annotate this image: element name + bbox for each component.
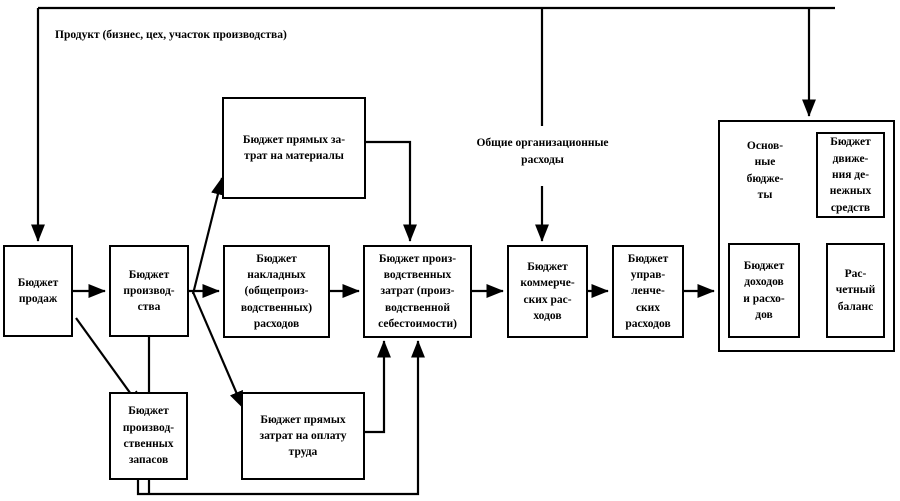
box-income-expense[interactable]: Бюджет доходов и расхо- дов [728,243,800,338]
box-inventory[interactable]: Бюджет производ- ственных запасов [109,392,188,480]
box-commercial-costs[interactable]: Бюджет коммерче- ских рас- ходов [507,245,588,338]
wire-direct-materials-to-production-cost [366,140,418,242]
box-production-cost[interactable]: Бюджет произ- водственных затрат (произ-… [363,245,472,338]
general-organizational-costs-label: Общие организационные расходы [476,137,609,166]
main-budgets-group-title: Основ- ные бюдже- ты [746,140,784,201]
box-cash-flow[interactable]: Бюджет движе- ния де- нежных средств [816,132,885,218]
diagram-title: Продукт (бизнес, цех, участок производст… [55,29,287,41]
box-production[interactable]: Бюджет производ- ства [109,245,189,337]
wire-direct-labor-to-production-cost [365,340,392,434]
box-sales[interactable]: Бюджет продаж [3,245,73,337]
box-overhead-costs[interactable]: Бюджет накладных (общепроиз- водственных… [223,245,330,338]
box-balance[interactable]: Рас- четный баланс [826,243,885,338]
box-management-costs[interactable]: Бюджет управ- ленче- ских расходов [612,245,684,338]
box-direct-labor[interactable]: Бюджет прямых затрат на оплату труда [241,392,365,480]
wire-production-to-direct-materials [191,177,225,295]
box-direct-materials[interactable]: Бюджет прямых за- трат на материалы [222,97,366,199]
